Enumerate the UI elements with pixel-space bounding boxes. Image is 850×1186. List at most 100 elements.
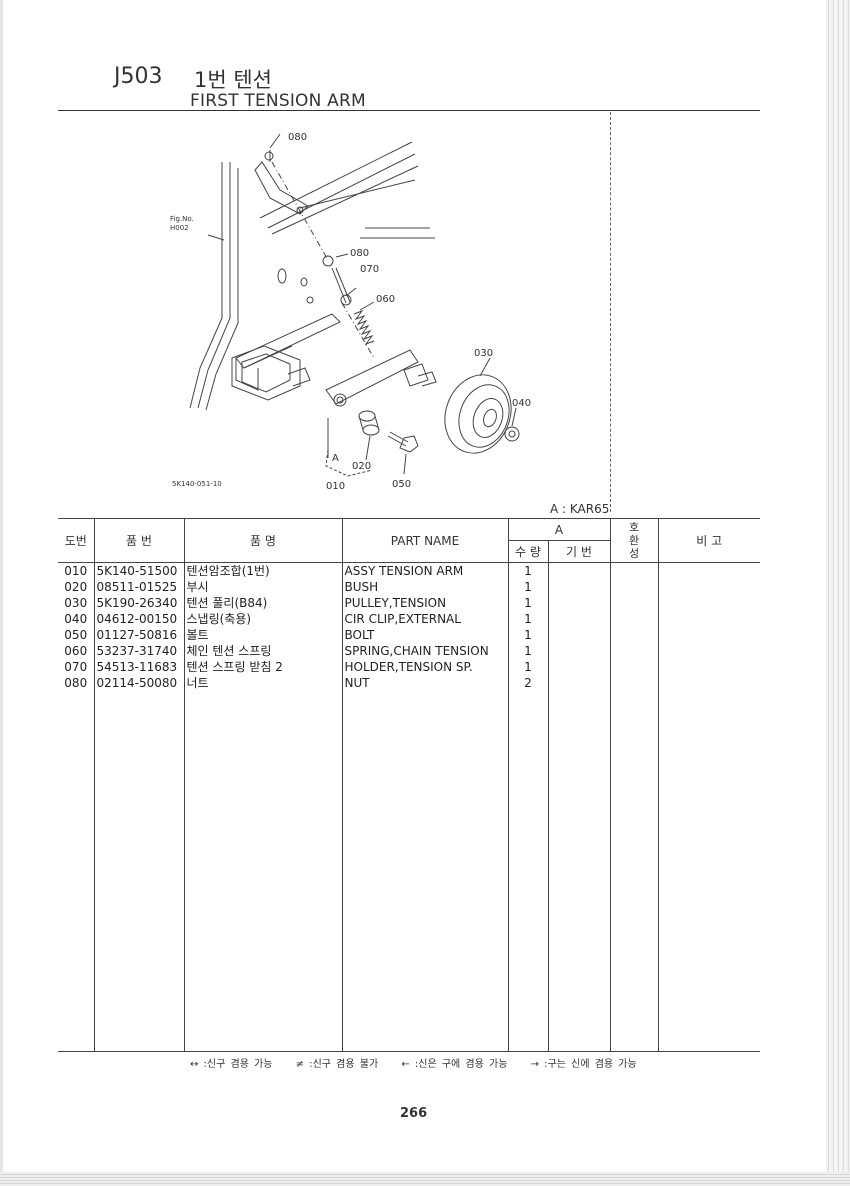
base-number-cell [547,595,610,611]
part-name-cell: CIR CLIP,EXTERNAL [341,611,508,627]
legend-item: ↔ :신구 겸용 가능 [190,1059,273,1070]
base-number-cell [547,562,610,579]
callout-label: 080 [288,132,307,143]
part-name-cell: BUSH [341,579,508,595]
table-row: 060 53237-31740 체인 텐션 스프링 SPRING,CHAIN T… [58,643,760,659]
interchange-cell [609,675,658,691]
figure-number-label: Fig.No. [170,215,194,223]
base-number-cell [547,579,610,595]
quantity-cell: 1 [507,595,548,611]
section-code: J503 [114,64,163,89]
korean-name-cell: 부시 [183,579,342,595]
page-bottom-edge [0,1172,850,1186]
part-number-cell: 54513-11683 [93,659,184,675]
korean-name-cell: 볼트 [183,627,342,643]
table-row: 020 08511-01525 부시 BUSH 1 [58,579,760,595]
group-label: A [332,453,339,464]
remark-cell [657,627,760,643]
header-rule [58,110,760,111]
part-number-cell: 01127-50816 [93,627,184,643]
callout-label: 060 [376,294,395,305]
quantity-cell: 1 [507,643,548,659]
table-row: 070 54513-11683 텐션 스프링 받침 2 HOLDER,TENSI… [58,659,760,675]
page-left-edge [0,0,3,1186]
table-row: 010 5K140-51500 텐션암조합(1번) ASSY TENSION A… [58,562,760,579]
page-right-edge [826,0,850,1186]
part-number-cell: 04612-00150 [93,611,184,627]
header-part-name: PART NAME [341,518,509,563]
callout-label: 030 [474,348,493,359]
page-number: 266 [400,1106,428,1121]
interchange-cell [609,643,658,659]
item-no-cell: 070 [64,660,88,674]
model-note: A : KAR65 [550,502,610,516]
part-number-cell: 5K140-51500 [93,562,184,579]
item-no-cell: 010 [64,564,88,578]
quantity-cell: 1 [507,627,548,643]
item-no-cell: 060 [64,644,88,658]
korean-name-cell: 텐션 스프링 받침 2 [183,659,342,675]
korean-name-cell: 너트 [183,675,342,691]
section-title-korean: 1번 텐션 [194,68,272,92]
korean-name-cell: 텐션 풀리(B84) [183,595,342,611]
part-name-cell: NUT [341,675,508,691]
interchange-cell [609,627,658,643]
header-base-number: 기 번 [547,540,611,563]
item-no-cell: 020 [64,580,88,594]
header-part-number: 품 번 [93,518,185,563]
remark-cell [657,562,760,579]
base-number-cell [547,675,610,691]
interchange-cell [609,579,658,595]
callout-label: 020 [352,461,371,472]
item-no-cell: 050 [64,628,88,642]
figure-reference: H002 [170,224,189,232]
header-model-group: A [507,518,611,541]
part-name-cell: PULLEY,TENSION [341,595,508,611]
legend-item: ≠ :신구 겸용 불가 [295,1059,379,1070]
korean-name-cell: 스냅링(축용) [183,611,342,627]
base-number-cell [547,611,610,627]
callout-label: 080 [350,248,369,259]
dashed-divider [610,112,611,512]
callout-label: 040 [512,398,531,409]
base-number-cell [547,643,610,659]
part-name-cell: BOLT [341,627,508,643]
header-korean-name: 품 명 [183,518,343,563]
table-row: 080 02114-50080 너트 NUT 2 [58,675,760,691]
item-no-cell: 030 [64,596,88,610]
interchange-cell [609,611,658,627]
callout-label: 070 [360,264,379,275]
quantity-cell: 1 [507,562,548,579]
header-remarks: 비 고 [657,518,760,563]
legend-item: → :구는 신에 겸용 가능 [530,1059,637,1070]
part-number-cell: 08511-01525 [93,579,184,595]
remark-cell [657,595,760,611]
remark-cell [657,611,760,627]
interchangeability-legend: ↔ :신구 겸용 가능 ≠ :신구 겸용 불가 ← :신은 구에 겸용 가능 →… [190,1055,655,1070]
quantity-cell: 2 [507,675,548,691]
callout-label: 050 [392,479,411,490]
table-row: 040 04612-00150 스냅링(축용) CIR CLIP,EXTERNA… [58,611,760,627]
quantity-cell: 1 [507,659,548,675]
part-name-cell: HOLDER,TENSION SP. [341,659,508,675]
interchange-cell [609,659,658,675]
interchange-cell [609,562,658,579]
part-number-cell: 53237-31740 [93,643,184,659]
remark-cell [657,675,760,691]
legend-item: ← :신은 구에 겸용 가능 [401,1059,508,1070]
callout-label: 010 [326,481,345,492]
exploded-parts-diagram: 080 080 070 060 030 040 020 010 050 Fig.… [170,132,531,492]
table-row: 050 01127-50816 볼트 BOLT 1 [58,627,760,643]
table-row: 030 5K190-26340 텐션 풀리(B84) PULLEY,TENSIO… [58,595,760,611]
base-number-cell [547,659,610,675]
item-no-cell: 040 [64,612,88,626]
part-number-cell: 5K190-26340 [93,595,184,611]
part-name-cell: SPRING,CHAIN TENSION [341,643,508,659]
korean-name-cell: 체인 텐션 스프링 [183,643,342,659]
remark-cell [657,659,760,675]
table-filler-row [58,691,760,1052]
korean-name-cell: 텐션암조합(1번) [183,562,342,579]
header-interchangeability: 호 환 성 [609,518,659,563]
drawing-number: 5K140-051-10 [172,480,222,488]
remark-cell [657,643,760,659]
